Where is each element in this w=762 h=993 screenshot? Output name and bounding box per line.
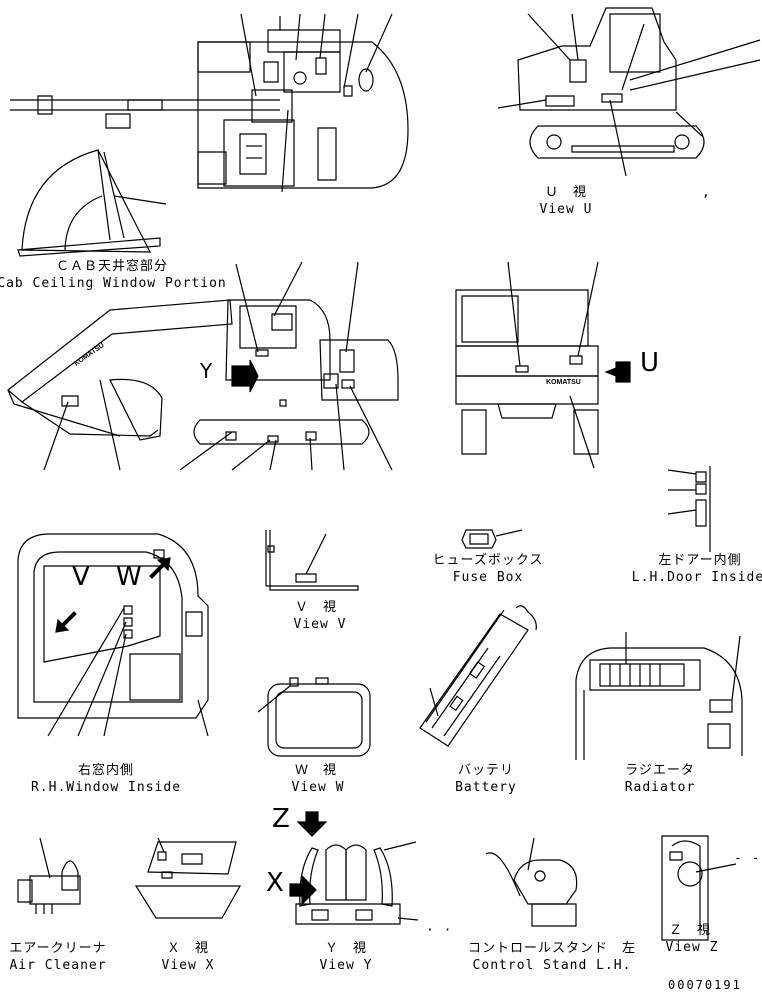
cab-ceiling-label-en: Cab Ceiling Window Portion <box>0 276 227 291</box>
view-w-label-en: View W <box>291 780 345 795</box>
battery-label-jp: バッテリ <box>457 763 515 778</box>
side-view-brand: KOMATSU <box>73 342 106 368</box>
dash-mark: - - <box>734 851 761 866</box>
marker-u: U <box>640 348 660 378</box>
view-u-illustration <box>498 8 760 176</box>
cab-ceiling-window-illustration <box>18 150 166 256</box>
dot-mark: · · <box>426 923 453 938</box>
view-y-label-jp: Ｙ 視 <box>324 941 368 956</box>
air-cleaner-label-en: Air Cleaner <box>9 958 107 973</box>
fuse-box-label-en: Fuse Box <box>452 570 524 585</box>
radiator-label-jp: ラジエータ <box>625 763 695 778</box>
side-view-illustration: KOMATSU <box>8 262 398 470</box>
lh-door-label-jp: 左ドアー内側 <box>658 553 742 568</box>
lh-door-inside-illustration <box>668 466 710 552</box>
rear-view-illustration: KOMATSU <box>456 262 630 468</box>
view-v-label-jp: Ｖ 視 <box>294 600 338 615</box>
rh-window-inside-illustration <box>18 534 208 736</box>
cab-ceiling-label-jp: ＣＡＢ天井窓部分 <box>55 259 169 274</box>
view-x-label-en: View X <box>161 958 215 973</box>
view-w-illustration <box>258 678 370 756</box>
document-number: 00070191 <box>668 978 742 992</box>
view-z-label-en: View Z <box>665 940 719 955</box>
rh-window-label-jp: 右窓内側 <box>77 763 135 778</box>
lh-door-label-en: L.H.Door Inside <box>631 570 762 585</box>
view-z-illustration <box>662 836 736 940</box>
battery-illustration <box>420 606 536 746</box>
control-stand-illustration <box>486 838 577 926</box>
fuse-box-illustration <box>462 530 522 548</box>
air-cleaner-label-jp: エアークリーナ <box>9 941 107 956</box>
marker-z: Z <box>272 804 290 834</box>
battery-label-en: Battery <box>455 780 517 795</box>
radiator-label-en: Radiator <box>624 780 696 795</box>
view-x-illustration <box>136 838 240 918</box>
view-v-label-en: View V <box>293 617 347 632</box>
view-v-illustration <box>266 530 358 590</box>
view-x-label-jp: Ｘ 視 <box>166 941 210 956</box>
view-y-illustration <box>290 812 418 924</box>
marker-y-side: Y <box>200 359 213 383</box>
fuse-box-label-jp: ヒューズボックス <box>432 553 544 568</box>
rear-view-brand: KOMATSU <box>546 379 581 386</box>
view-u-label-jp: Ｕ 視 <box>544 185 588 200</box>
rh-window-label-en: R.H.Window Inside <box>30 780 182 795</box>
control-stand-label-jp: コントロールスタンド 左 <box>467 941 637 956</box>
radiator-illustration <box>576 632 742 760</box>
marker-v: V <box>72 562 90 592</box>
view-u-label-en: View U <box>539 202 593 217</box>
stray-mark: , <box>702 185 711 200</box>
plan-view-illustration <box>10 14 408 192</box>
view-y-label-en: View Y <box>319 958 373 973</box>
control-stand-label-en: Control Stand L.H. <box>472 958 632 973</box>
view-w-label-jp: Ｗ 視 <box>294 763 338 778</box>
view-z-label-jp: Ｚ 視 <box>668 923 712 938</box>
air-cleaner-illustration <box>18 838 80 914</box>
marker-w: W <box>116 562 142 592</box>
marker-x: X <box>266 868 284 898</box>
